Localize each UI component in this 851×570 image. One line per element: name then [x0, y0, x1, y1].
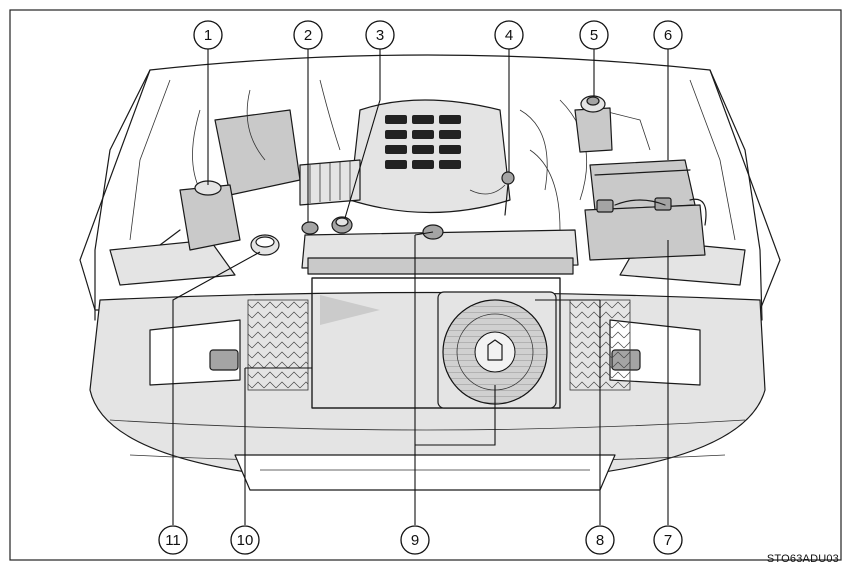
callout-5: 5	[580, 21, 608, 49]
svg-text:7: 7	[664, 532, 672, 549]
callout-9: 9	[401, 526, 429, 554]
brake-fluid-reservoir	[575, 96, 612, 152]
svg-text:3: 3	[376, 27, 384, 44]
svg-text:4: 4	[505, 27, 513, 44]
svg-text:10: 10	[237, 532, 254, 549]
callout-2: 2	[294, 21, 322, 49]
air-intake	[215, 110, 360, 205]
callout-4: 4	[495, 21, 523, 49]
svg-text:6: 6	[664, 27, 672, 44]
callout-10: 10	[231, 526, 259, 554]
svg-text:5: 5	[590, 27, 598, 44]
cooling-fan	[438, 292, 556, 408]
svg-text:8: 8	[596, 532, 604, 549]
svg-text:2: 2	[304, 27, 312, 44]
reference-code: STO63ADU03	[767, 553, 839, 565]
engine-coolant-cap	[332, 217, 352, 233]
svg-text:9: 9	[411, 532, 419, 549]
callout-7: 7	[654, 526, 682, 554]
washer-fluid-tank	[160, 181, 240, 250]
callout-8: 8	[586, 526, 614, 554]
svg-text:11: 11	[165, 532, 181, 549]
callout-1: 1	[194, 21, 222, 49]
coolant-reservoir-cap	[251, 235, 279, 255]
battery	[585, 198, 706, 260]
callout-3: 3	[366, 21, 394, 49]
engine-oil-filler-cap	[302, 222, 318, 234]
engine-cover	[350, 100, 510, 213]
callout-6: 6	[654, 21, 682, 49]
svg-text:1: 1	[204, 27, 212, 44]
callout-11: 11	[159, 526, 187, 554]
